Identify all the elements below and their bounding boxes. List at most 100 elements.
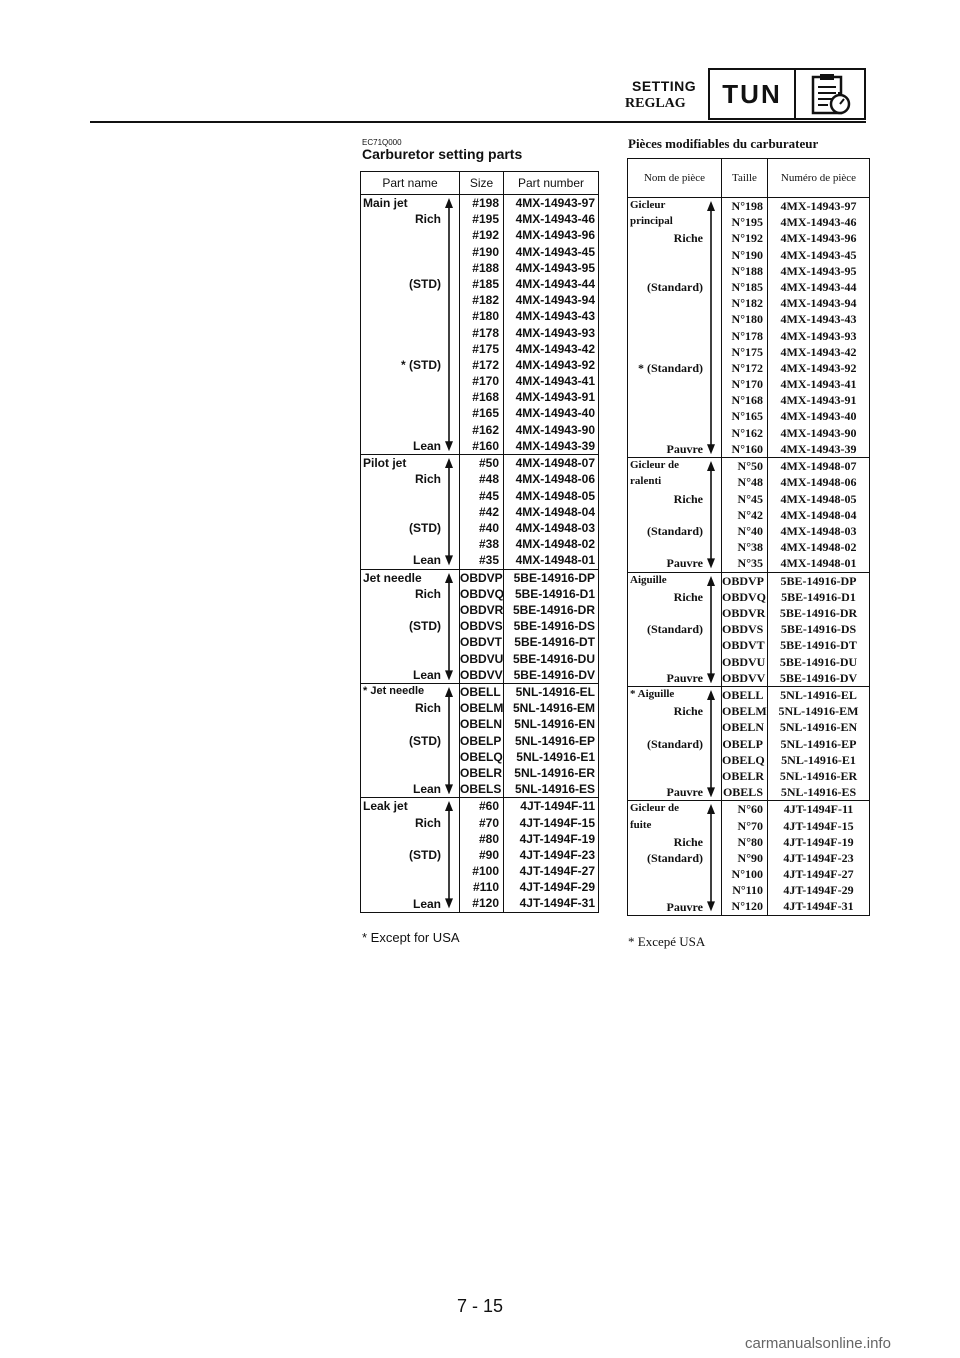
part-number-cell: 4MX-14943-92: [515, 357, 595, 372]
part-number-cell: 5NL-14916-EM: [778, 704, 859, 719]
header-size: Size: [459, 172, 503, 194]
part-number-cell: 4MX-14943-39: [780, 441, 857, 456]
part-number-cell: 4JT-1494F-19: [783, 834, 854, 849]
part-name: Main jet: [363, 196, 408, 210]
size-cell: N°100: [731, 867, 763, 882]
setting-label: Rich: [414, 701, 441, 716]
size-cell: OBELR: [722, 768, 765, 783]
size-cell: N°35: [737, 556, 763, 571]
part-number-cell: 4MX-14943-95: [515, 260, 595, 275]
part-number-cell: 4MX-14943-91: [780, 393, 857, 408]
part-number-cell: 5BE-14916-DR: [512, 602, 595, 617]
part-number-cell: 4MX-14943-41: [780, 377, 857, 392]
arrow: [707, 461, 715, 573]
part-number-cell: 4MX-14943-40: [515, 406, 595, 421]
table-header: Nom de pièce Taille Numéro de pièce: [628, 159, 869, 198]
size-cell: #198: [472, 196, 499, 210]
arrow: [445, 801, 453, 913]
size-cell: N°45: [737, 491, 763, 506]
part-number-cell: 4MX-14943-46: [515, 212, 595, 227]
part-number-cell: 4MX-14948-01: [780, 556, 857, 571]
header-taille: Taille: [721, 159, 767, 197]
footnote-en: * Except for USA: [362, 930, 460, 945]
setting-label: Pauvre: [666, 899, 703, 914]
size-cell: OBDVV: [460, 667, 503, 682]
setting-label: (Standard): [646, 850, 703, 865]
header-part-name: Part name: [382, 175, 438, 190]
setting-label: Lean: [412, 439, 441, 453]
size-cell: #90: [478, 847, 499, 862]
size-cell: N°168: [731, 393, 763, 408]
setting-label: Pauvre: [666, 556, 703, 571]
size-cell: OBELP: [460, 733, 502, 748]
size-cell: OBELQ: [460, 749, 503, 764]
rich-lean-arrow-icon: [445, 198, 453, 452]
size-cell: N°60: [737, 802, 763, 817]
setting-label: (STD): [409, 619, 441, 634]
part-number-cell: 4MX-14943-91: [515, 390, 595, 405]
size-cell: #162: [472, 422, 499, 437]
setting-label: (Standard): [646, 622, 703, 637]
size-cell: #180: [472, 309, 499, 324]
size-cell: N°178: [731, 328, 763, 343]
part-number-cell: 5BE-14916-DP: [780, 573, 857, 588]
part-name: Gicleur de: [630, 802, 679, 815]
size-cell: N°190: [731, 247, 763, 262]
part-number-cell: 4MX-14948-06: [515, 472, 595, 487]
part-number-cell: 5BE-14916-DP: [513, 570, 595, 585]
part-number-cell: 4MX-14948-04: [780, 507, 857, 522]
section-code: EC71Q000: [362, 138, 402, 147]
part-number-cell: 4MX-14943-45: [515, 244, 595, 259]
setting-label: (STD): [409, 847, 441, 862]
part-number-cell: 4MX-14943-43: [515, 309, 595, 324]
header-setting-label: SETTING: [632, 78, 697, 94]
size-cell: #192: [472, 228, 499, 243]
part-number-cell: 4JT-1494F-23: [783, 850, 854, 865]
size-cell: OBELS: [722, 785, 763, 800]
part-number-cell: 5NL-14916-EP: [780, 736, 857, 751]
size-cell: #70: [478, 815, 499, 830]
size-cell: OBELS: [460, 782, 502, 797]
part-name: ralenti: [630, 475, 662, 488]
part-number-cell: 5NL-14916-ES: [780, 785, 857, 800]
size-cell: N°188: [731, 263, 763, 278]
size-cell: N°40: [737, 523, 763, 538]
setting-label: Riche: [673, 704, 703, 719]
setting-label: Lean: [412, 667, 441, 682]
size-cell: #195: [472, 212, 499, 227]
size-cell: OBELM: [460, 701, 504, 716]
part-number-cell: 5NL-14916-ES: [514, 782, 595, 797]
footnote-fr: * Excepé USA: [628, 934, 706, 949]
part-number-cell: 4JT-1494F-27: [519, 864, 595, 879]
setting-label: Lean: [412, 782, 441, 797]
size-cell: N°110: [732, 883, 763, 898]
size-cell: OBDVT: [460, 635, 502, 650]
part-number-cell: 5NL-14916-EL: [780, 687, 857, 702]
part-number-cell: 5NL-14916-E1: [516, 749, 595, 764]
setting-label: (Standard): [646, 523, 703, 538]
setting-label: Pauvre: [666, 670, 703, 685]
size-cell: N°120: [731, 899, 763, 914]
part-number-cell: 4MX-14943-93: [780, 328, 857, 343]
part-number-cell: 4JT-1494F-27: [783, 867, 854, 882]
size-column: #60#70#80#90#100#110#120: [459, 798, 503, 912]
part-number-cell: 4JT-1494F-31: [519, 896, 595, 911]
size-cell: OBELN: [460, 717, 502, 732]
part-number-cell: 5NL-14916-EN: [779, 720, 858, 735]
title-french: Pièces modifiables du carburateur: [628, 136, 819, 151]
size-cell: OBDVR: [722, 605, 766, 620]
